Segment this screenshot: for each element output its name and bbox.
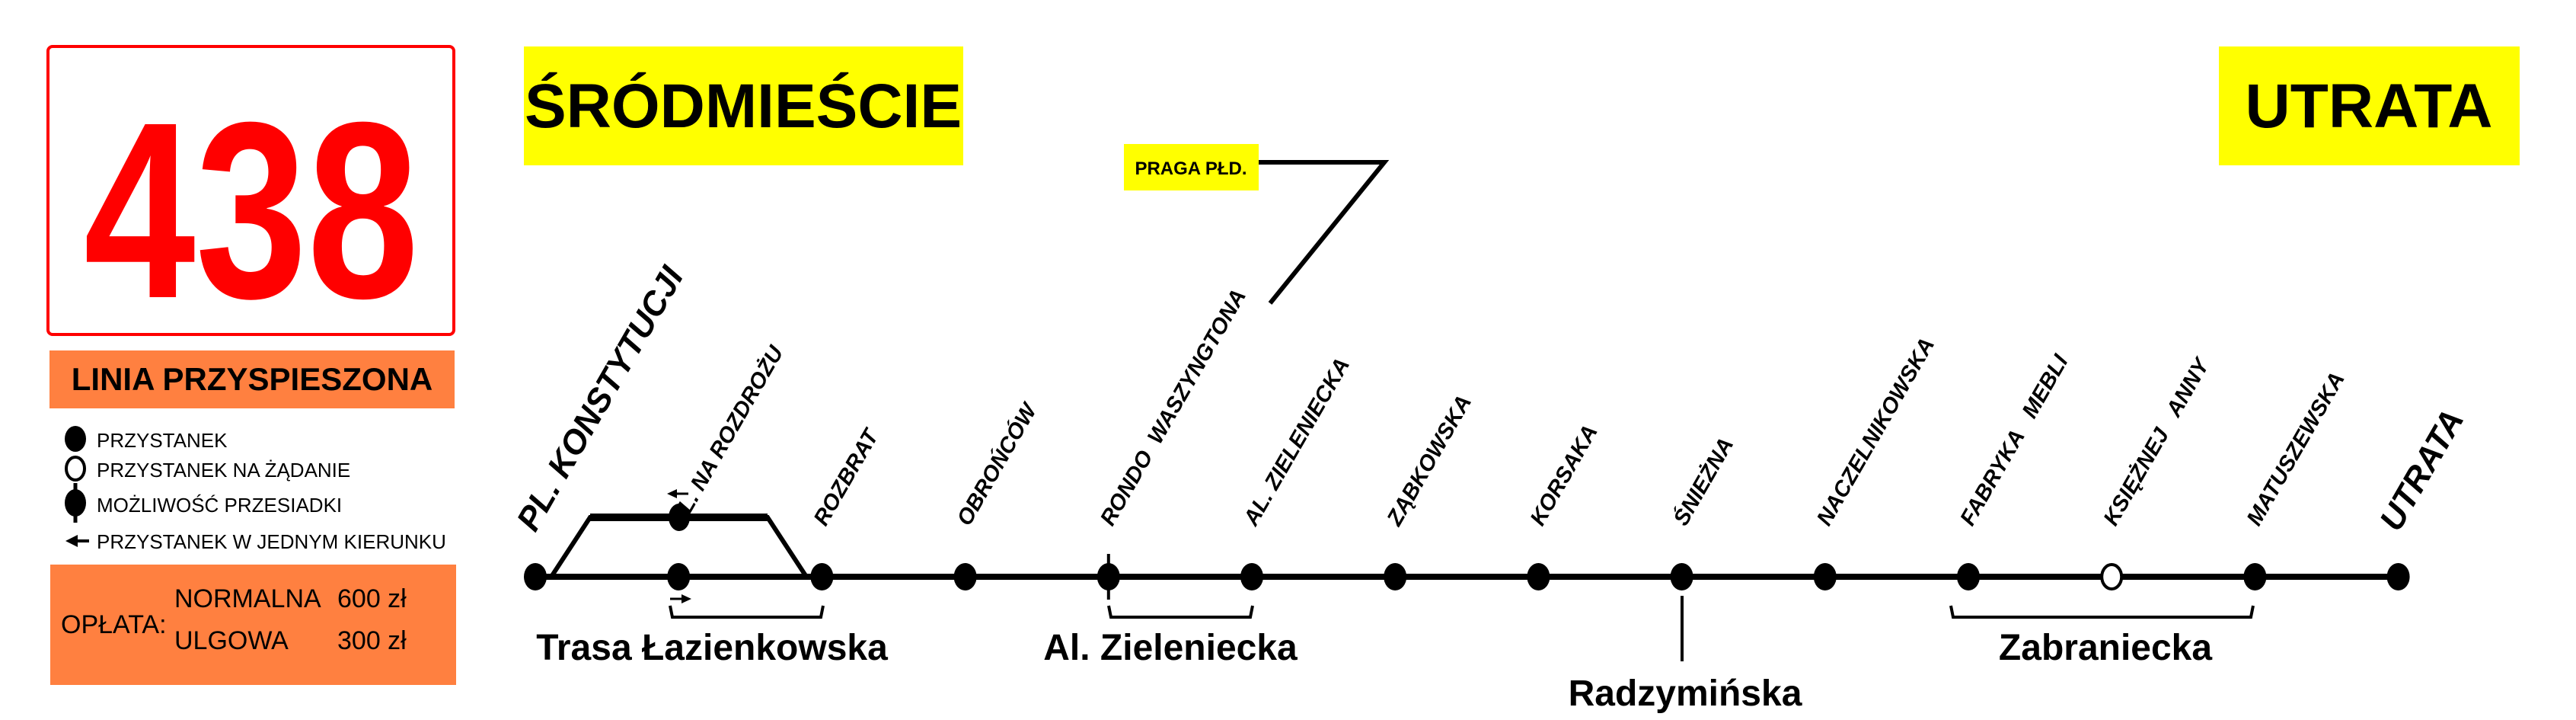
one-direction-arrow-icon	[667, 489, 688, 498]
stop-icon	[1670, 563, 1693, 590]
stop-name: ŚNIEŻNA	[1668, 433, 1738, 530]
one-direction-arrow-icon	[670, 594, 691, 603]
stop-icon	[65, 426, 86, 452]
line-number-box: 438	[46, 45, 455, 350]
fare-reduced-price: 300 zł	[337, 626, 407, 655]
fare-normal-price: 600 zł	[337, 584, 407, 613]
line-number: 438	[84, 69, 419, 350]
stop-name: UTRATA	[2373, 404, 2472, 537]
stop: KORSAKA	[1526, 421, 1603, 590]
stop-name: PL. NA ROZDROŻU	[666, 341, 789, 530]
district-label: PRAGA PŁD.	[1135, 158, 1247, 179]
line-type-label: LINIA PRZYSPIESZONA	[72, 361, 433, 397]
stop-name: KORSAKA	[1526, 421, 1603, 530]
stop-icon	[2386, 563, 2410, 590]
stop-icon	[1957, 563, 1980, 590]
fare-box: OPŁATA: NORMALNA 600 zł ULGOWA 300 zł	[50, 565, 456, 685]
stop-icon	[667, 563, 691, 590]
stop-name: ZĄBKOWSKA	[1382, 391, 1476, 530]
stop-icon	[953, 563, 977, 590]
legend-label: PRZYSTANEK	[97, 429, 228, 452]
stop-icon	[1813, 563, 1837, 590]
stop-name: RONDO WASZYNGTONA	[1096, 285, 1251, 530]
stop: AL. ZIELENIECKA	[1239, 354, 1355, 590]
stop: MATUSZEWSKA	[2242, 368, 2350, 590]
stop: OBROŃCÓW	[951, 397, 1042, 590]
stop-icon	[669, 504, 690, 531]
stop-name: ROZBRAT	[809, 424, 885, 530]
stop: RONDO WASZYNGTONA	[1096, 285, 1251, 600]
one-direction-arrow-icon	[65, 535, 89, 547]
stop: ROZBRAT	[809, 424, 885, 590]
street-bracket	[669, 605, 825, 619]
stop-icon	[1527, 563, 1550, 590]
street-radzyminska: Radzymińska	[1569, 674, 1802, 714]
district-pointer	[1259, 160, 1390, 305]
street-al-zieleniecka: Al. Zieleniecka	[1043, 628, 1298, 668]
stop: ZĄBKOWSKA	[1382, 391, 1476, 590]
fare-reduced-name: ULGOWA	[174, 626, 289, 655]
from-terminal-banner	[524, 46, 963, 165]
stop-name: MATUSZEWSKA	[2242, 368, 2350, 530]
stop-name: NACZELNIKOWSKA	[1812, 334, 1939, 530]
fare-label: OPŁATA:	[61, 610, 167, 639]
stop-icon	[2243, 563, 2267, 590]
stop-name: FABRYKA MEBLI	[1955, 350, 2073, 530]
stop-icon	[810, 563, 834, 590]
stop-name: OBROŃCÓW	[951, 397, 1042, 530]
legend-label: MOŻLIWOŚĆ PRZESIADKI	[97, 494, 342, 517]
stop-name: AL. ZIELENIECKA	[1239, 354, 1355, 531]
stop-icon	[1240, 563, 1263, 590]
street-bracket	[1949, 605, 2255, 619]
request-stop-icon	[65, 456, 86, 482]
legend: PRZYSTANEK PRZYSTANEK NA ŻĄDANIE MOŻLIWO…	[65, 426, 446, 553]
transfer-stop-icon	[65, 483, 86, 523]
stop: FABRYKA MEBLI	[1955, 350, 2073, 590]
stop: PL. KONSTYTUCJI	[509, 260, 691, 590]
to-terminal-banner	[2219, 46, 2520, 165]
stop-name: KSIĘŻNEJ ANNY	[2099, 353, 2216, 530]
stop-name: PL. KONSTYTUCJI	[509, 260, 691, 537]
stop: ŚNIEŻNA	[1668, 433, 1738, 590]
street-trasa-lazienkowska: Trasa Łazienkowska	[536, 628, 888, 668]
stop: UTRATA	[2373, 404, 2472, 590]
line-type-banner	[49, 350, 455, 408]
stop-icon	[1384, 563, 1407, 590]
from-terminal: ŚRÓDMIEŚCIE	[525, 72, 962, 141]
stop-icon	[524, 563, 547, 590]
transfer-stop-icon	[1096, 563, 1120, 590]
legend-label: PRZYSTANEK W JEDNYM KIERUNKU	[97, 530, 446, 553]
stop: KSIĘŻNEJ ANNY	[2099, 353, 2216, 590]
street-zabraniecka: Zabraniecka	[1999, 628, 2212, 668]
request-stop-icon	[2100, 563, 2124, 590]
street-bracket	[1107, 605, 1254, 619]
district-banner	[1124, 144, 1259, 190]
stop: NACZELNIKOWSKA	[1812, 334, 1939, 590]
to-terminal: UTRATA	[2246, 72, 2493, 141]
legend-label: PRZYSTANEK NA ŻĄDANIE	[97, 459, 350, 482]
fare-normal-name: NORMALNA	[174, 584, 321, 613]
stop: PL. NA ROZDROŻU	[666, 341, 789, 590]
